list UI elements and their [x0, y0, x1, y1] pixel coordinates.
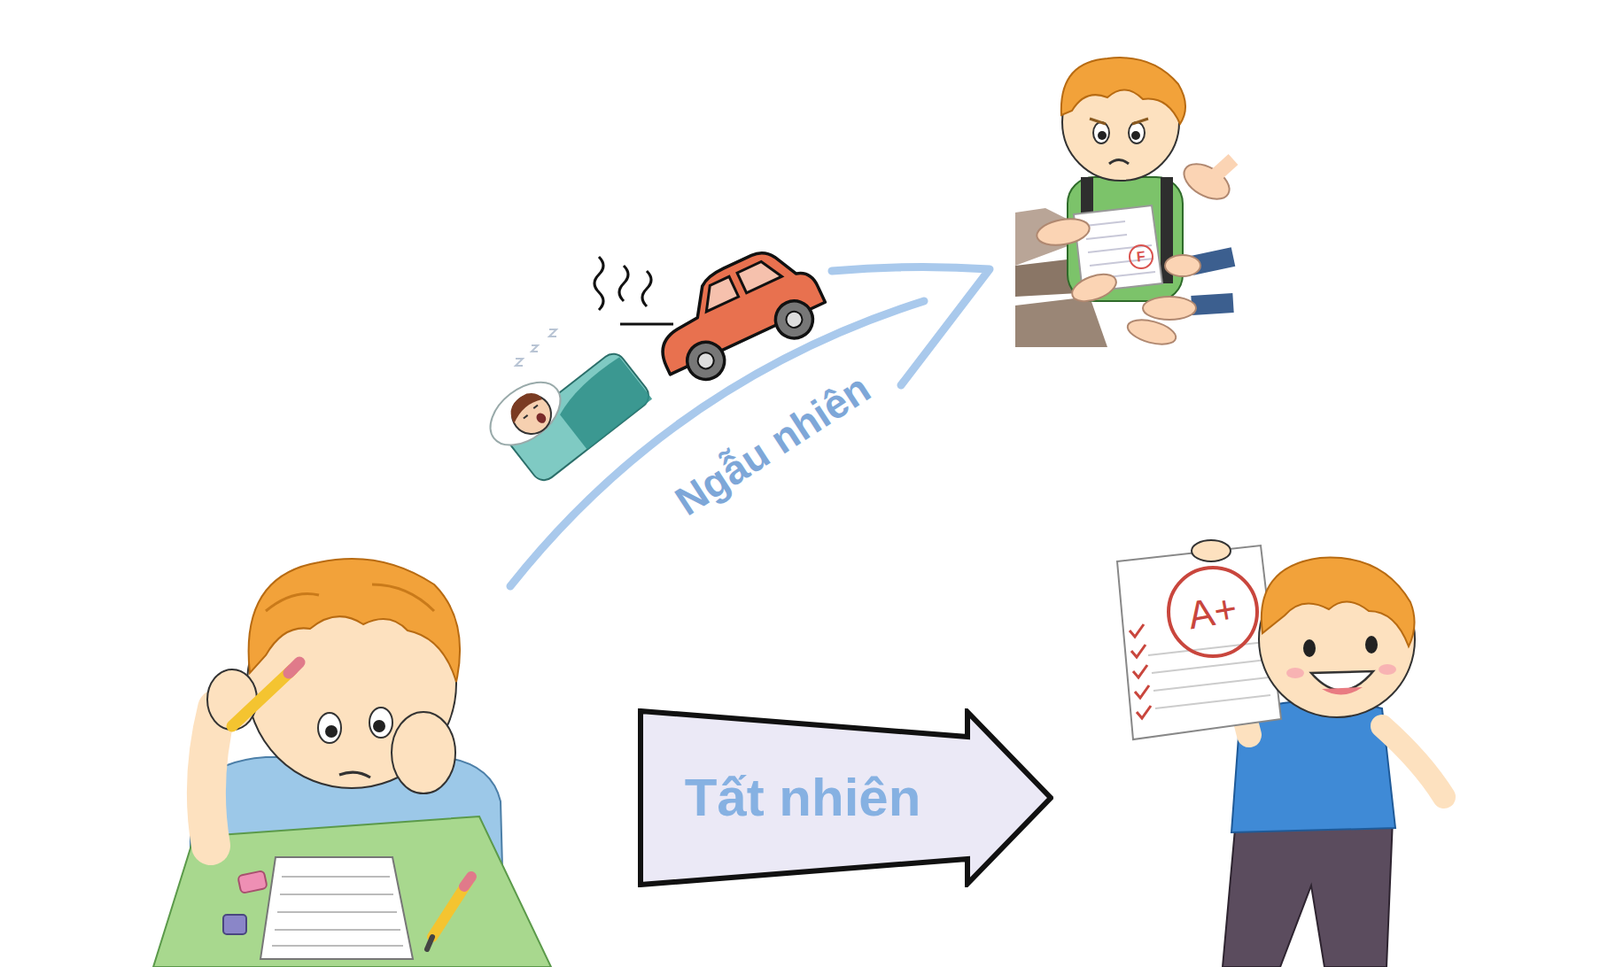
arrow-shape-box: Tất nhiên [637, 708, 1054, 888]
sleep-marks [515, 329, 557, 366]
path-label: Ngẫu nhiên [662, 362, 883, 527]
sad-boy [1015, 57, 1235, 350]
grade-mark: A+ [1185, 586, 1242, 637]
arrow-text: Tất nhiên [637, 737, 968, 860]
thinking-boy [153, 559, 552, 967]
sleeping-icon [478, 326, 653, 491]
car-icon [638, 235, 834, 395]
happy-boy [1117, 540, 1445, 967]
exhaust-lines [594, 256, 674, 325]
grade-mark: F [1135, 248, 1147, 266]
